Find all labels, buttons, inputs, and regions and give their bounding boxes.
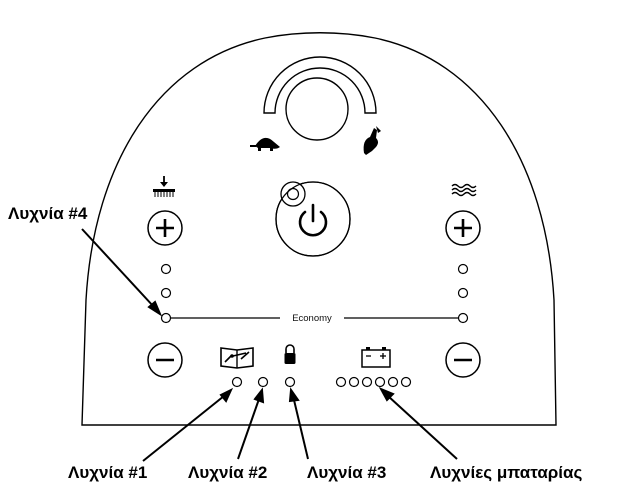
economy-label: Economy — [292, 313, 332, 324]
battery-led — [348, 376, 360, 388]
arrow-lamp-3 — [293, 399, 309, 460]
led-lamp-1 — [231, 376, 243, 388]
plus-icon — [156, 219, 174, 237]
arrow-lamp-1 — [142, 395, 225, 462]
water-flow-minus-button[interactable] — [445, 342, 481, 378]
battery-led — [335, 376, 347, 388]
battery-icon — [361, 347, 391, 368]
arrow-lamp-2 — [237, 398, 260, 460]
led — [457, 287, 469, 299]
water-flow-leds — [457, 263, 469, 324]
water-flow-plus-button[interactable] — [445, 210, 481, 246]
brush-pressure-minus-button[interactable] — [147, 342, 183, 378]
led-lamp-3 — [284, 376, 296, 388]
power-button[interactable] — [275, 181, 351, 257]
service-manual-icon — [220, 347, 254, 369]
led — [457, 263, 469, 275]
callout-lamp-2: Λυχνία #2 — [188, 463, 268, 482]
battery-led — [374, 376, 386, 388]
plus-icon — [454, 219, 472, 237]
battery-led — [387, 376, 399, 388]
callout-arrows — [81, 228, 458, 462]
turtle-icon — [250, 137, 280, 151]
led-lamp-2 — [257, 376, 269, 388]
led-lamp-4 — [160, 312, 172, 324]
brush-pressure-icon — [153, 176, 175, 197]
led — [457, 312, 469, 324]
led — [160, 287, 172, 299]
speed-dial[interactable] — [263, 56, 377, 141]
water-flow-icon — [451, 183, 477, 197]
arrow-lamp-4 — [81, 228, 155, 308]
rabbit-icon — [363, 126, 381, 155]
speed-arc — [263, 56, 377, 114]
status-leds — [231, 376, 296, 388]
callout-lamp-3: Λυχνία #3 — [307, 463, 387, 482]
power-icon — [298, 203, 328, 237]
economy-indicator: Economy — [171, 313, 458, 324]
battery-led — [400, 376, 412, 388]
brush-pressure-plus-button[interactable] — [147, 210, 183, 246]
callout-battery-lamps: Λυχνίες μπαταρίας — [430, 463, 583, 482]
callout-lamp-1: Λυχνία #1 — [68, 463, 148, 482]
speed-knob[interactable] — [285, 77, 349, 141]
callout-lamp-4: Λυχνία #4 — [8, 204, 88, 223]
lock-icon — [284, 344, 296, 364]
arrow-battery — [387, 395, 458, 460]
led — [160, 263, 172, 275]
battery-leds — [335, 376, 412, 388]
battery-led — [361, 376, 373, 388]
brush-pressure-leds — [160, 263, 172, 324]
